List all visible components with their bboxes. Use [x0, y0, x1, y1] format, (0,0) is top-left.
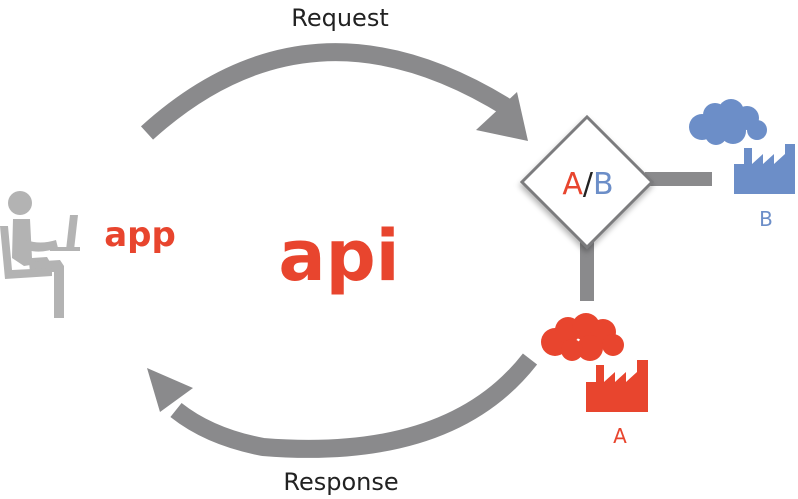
request-arrowhead [476, 92, 528, 141]
switch-diamond [519, 114, 655, 250]
factory-b-icon [734, 144, 795, 194]
request-label: Request [291, 4, 389, 32]
switch-label-b: B [593, 167, 614, 202]
response-label: Response [283, 468, 398, 496]
factory-b-group [689, 99, 795, 194]
response-arrow [147, 353, 538, 458]
api-logo-text: api [278, 215, 399, 297]
response-arrowhead [147, 368, 193, 412]
laptop-base [50, 247, 80, 251]
person-legs [29, 260, 64, 318]
cloud-a-icon [541, 313, 624, 361]
ab-switch: A/B [519, 114, 655, 250]
person-head [8, 191, 32, 215]
laptop-screen [66, 215, 78, 250]
response-arc [170, 353, 538, 458]
switch-label-separator: / [583, 167, 594, 202]
app-label: app [104, 215, 176, 255]
cloud-b-icon [689, 99, 767, 145]
factory-b-label: B [759, 207, 773, 231]
request-arc [140, 43, 513, 140]
factory-a-icon [586, 360, 648, 412]
request-arrow [140, 43, 528, 141]
factory-a-group [541, 313, 648, 412]
switch-label-a: A [562, 167, 583, 202]
switch-label: A/B [562, 167, 613, 202]
chair [0, 226, 52, 279]
person-at-laptop-icon [0, 191, 80, 318]
factory-a-label: A [613, 424, 627, 448]
